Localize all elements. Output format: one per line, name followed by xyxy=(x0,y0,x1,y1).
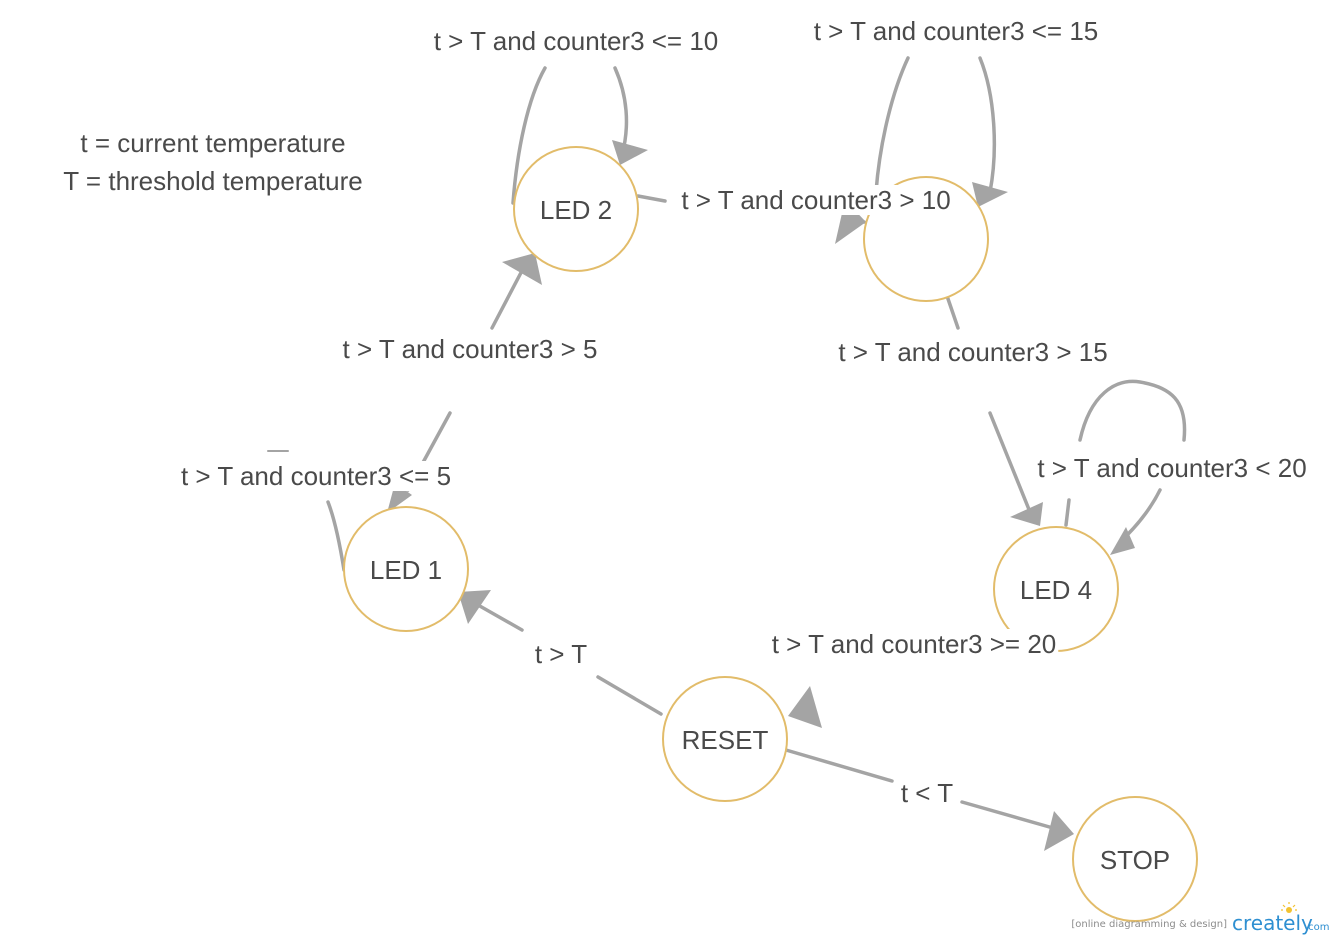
label-led3-to-led4: t > T and counter3 > 15 xyxy=(838,337,1107,367)
label-led1-self: t > T and counter3 <= 5 xyxy=(181,461,451,491)
legend-line-1: t = current temperature xyxy=(80,128,345,158)
label-led2-self: t > T and counter3 <= 10 xyxy=(434,26,719,56)
label-led4-self: t > T and counter3 < 20 xyxy=(1037,453,1306,483)
label-led3-self: t > T and counter3 <= 15 xyxy=(814,16,1099,46)
legend: t = current temperature T = threshold te… xyxy=(63,128,362,196)
label-reset-to-led1: t > T xyxy=(535,639,587,669)
label-background xyxy=(811,16,1101,46)
sun-icon xyxy=(1281,902,1297,913)
watermark-tld: .com xyxy=(1305,922,1330,933)
label-background xyxy=(178,461,454,491)
label-background xyxy=(769,629,1059,659)
state-led4-label: LED 4 xyxy=(1020,575,1092,605)
label-led2-to-led3: t > T and counter3 > 10 xyxy=(681,185,950,215)
label-led1-to-led2: t > T and counter3 > 5 xyxy=(343,334,598,364)
edge-led4-self-loop xyxy=(1064,379,1187,555)
state-reset-label: RESET xyxy=(682,725,769,755)
state-led1-label: LED 1 xyxy=(370,555,442,585)
state-stop[interactable]: STOP xyxy=(1072,796,1198,922)
state-led2[interactable]: LED 2 xyxy=(513,146,639,272)
state-led2-label: LED 2 xyxy=(540,195,612,225)
watermark-tagline: [online diagramming & design] xyxy=(1071,919,1227,930)
label-background xyxy=(1035,453,1309,483)
edge-led3-self-loop xyxy=(874,56,1008,207)
edge-reset-to-led1 xyxy=(458,590,663,716)
label-background xyxy=(836,337,1110,367)
edge-led4-to-reset xyxy=(788,686,822,728)
label-background xyxy=(679,185,953,215)
label-background xyxy=(340,334,600,364)
creately-watermark: [online diagramming & design] creately .… xyxy=(1071,902,1330,935)
label-background xyxy=(898,778,956,808)
edge-led3-to-led4 xyxy=(944,291,1043,526)
label-led4-to-reset: t > T and counter3 >= 20 xyxy=(772,629,1057,659)
label-background xyxy=(532,639,590,669)
label-reset-to-stop: t < T xyxy=(901,778,953,808)
edge-led1-self-loop xyxy=(267,450,346,572)
edge-led2-self-loop xyxy=(511,66,648,205)
watermark-brand: creately xyxy=(1232,911,1313,935)
edge-reset-to-stop xyxy=(784,748,1074,851)
state-stop-label: STOP xyxy=(1100,845,1170,875)
legend-line-2: T = threshold temperature xyxy=(63,166,362,196)
state-reset[interactable]: RESET xyxy=(662,676,788,802)
state-led1[interactable]: LED 1 xyxy=(343,506,469,632)
label-background xyxy=(431,26,721,56)
